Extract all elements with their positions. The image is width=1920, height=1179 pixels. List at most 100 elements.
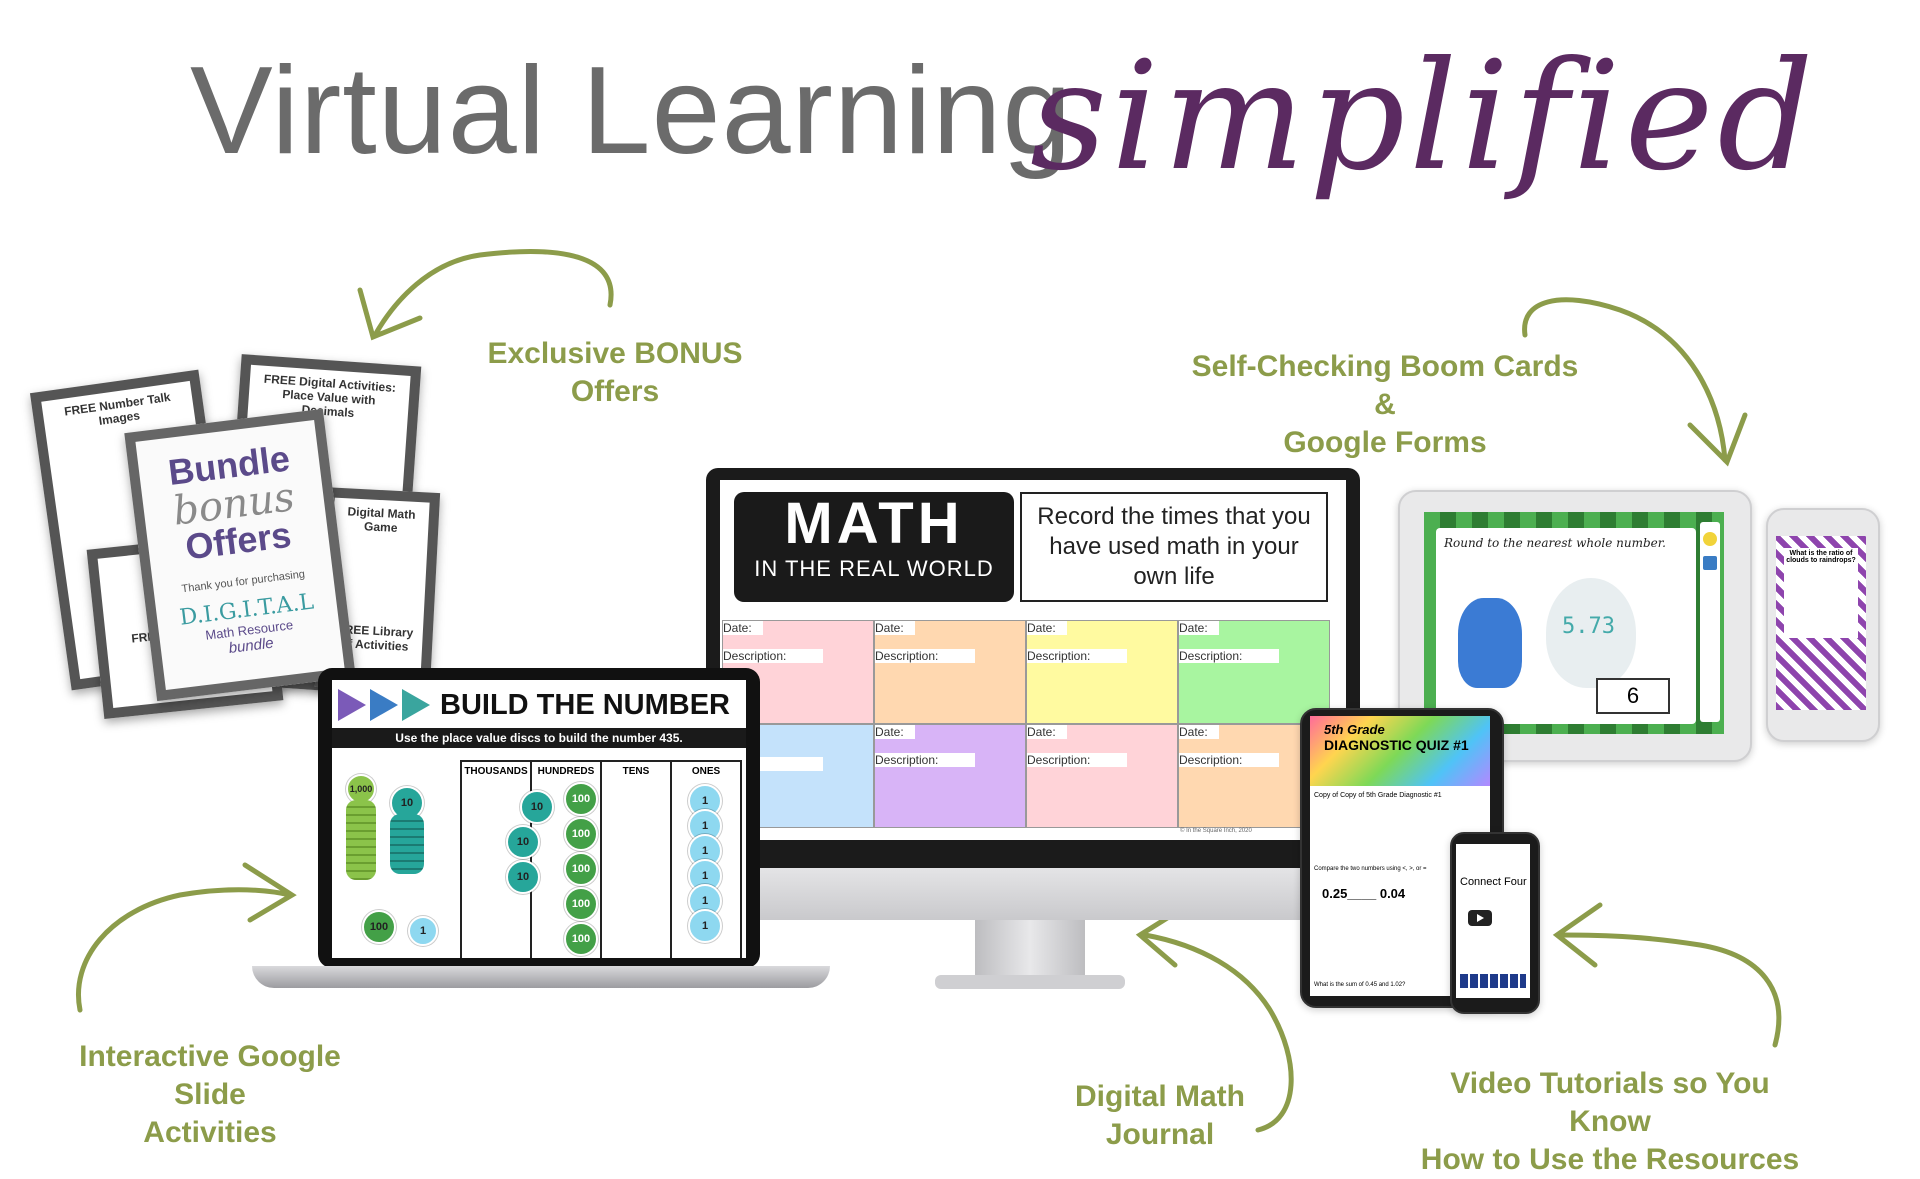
disc-ten[interactable]: 10 bbox=[506, 825, 540, 859]
monitor-chin bbox=[706, 868, 1360, 920]
disc-one[interactable]: 1 bbox=[688, 909, 722, 943]
callout-bonus-line2: Offers bbox=[570, 375, 660, 408]
callout-slides: Interactive Google Slide Activities bbox=[40, 1038, 380, 1152]
form-banner: 5th Grade DIAGNOSTIC QUIZ #1 bbox=[1310, 716, 1490, 786]
disc-hundred[interactable]: 100 bbox=[564, 922, 598, 956]
stack-10-body bbox=[390, 814, 424, 874]
journal-cell-4[interactable]: Date: Description: bbox=[1178, 620, 1330, 724]
boom-toolbar bbox=[1700, 522, 1720, 722]
phone-small-screen: What is the ratio of clouds to raindrops… bbox=[1776, 536, 1866, 710]
boom-question: Round to the nearest whole number. bbox=[1444, 536, 1666, 550]
triple-play-icon bbox=[338, 689, 430, 721]
arrow-boom bbox=[1522, 297, 1728, 463]
headline-main: Virtual Learning bbox=[190, 42, 1073, 180]
bonus-card-math-game-title: Digital Math Game bbox=[347, 504, 416, 535]
callout-video: Video Tutorials so You Know How to Use t… bbox=[1410, 1065, 1810, 1179]
journal-cell-date-label: Date: bbox=[875, 725, 915, 739]
disc-hundred[interactable]: 100 bbox=[564, 782, 598, 816]
journal-cell-desc-label: Description: bbox=[1027, 649, 1127, 663]
journal-cell-date-label: Date: bbox=[723, 621, 763, 635]
callout-journal-line2: Journal bbox=[1105, 1118, 1215, 1151]
connect-four-row bbox=[1460, 974, 1526, 988]
journal-cell-desc-label: Description: bbox=[1179, 753, 1279, 767]
boom-next-icon[interactable] bbox=[1703, 556, 1717, 570]
callout-bonus-line1: Exclusive BONUS bbox=[487, 337, 743, 370]
column-hundreds: HUNDREDS bbox=[532, 762, 602, 958]
arrow-slides-head bbox=[242, 862, 297, 923]
boom-check-icon[interactable] bbox=[1703, 532, 1717, 546]
phone-small-question: What is the ratio of clouds to raindrops… bbox=[1784, 548, 1858, 638]
callout-boom-line2: Google Forms bbox=[1283, 426, 1487, 459]
journal-cell-date-label: Date: bbox=[1179, 621, 1219, 635]
math-logo: MATH IN THE REAL WORLD bbox=[734, 492, 1014, 602]
callout-slides-line2: Activities bbox=[143, 1116, 277, 1149]
arrow-video bbox=[1557, 932, 1782, 1048]
journal-cell-7[interactable]: Date: Description: bbox=[1026, 724, 1178, 828]
phone-video-screen: Connect Four bbox=[1456, 844, 1530, 998]
laptop-base bbox=[252, 966, 830, 988]
bonus-card-main: Bundle bonus Offers Thank you for purcha… bbox=[124, 408, 356, 702]
column-tens: TENS bbox=[602, 762, 672, 958]
disc-hundred[interactable]: 100 bbox=[564, 852, 598, 886]
disc-hundred[interactable]: 100 bbox=[564, 817, 598, 851]
callout-journal-line1: Digital Math bbox=[1075, 1080, 1245, 1113]
arrow-video-head bbox=[1552, 902, 1603, 968]
tablet-boom-screen: Round to the nearest whole number. 5.73 … bbox=[1424, 512, 1724, 734]
journal-cell-desc-label: Description: bbox=[723, 649, 823, 663]
disc-ten[interactable]: 10 bbox=[520, 790, 554, 824]
build-subtitle: Use the place value discs to build the n… bbox=[332, 728, 746, 748]
journal-cell-date-label: Date: bbox=[1027, 621, 1067, 635]
monster-icon bbox=[1458, 598, 1522, 688]
boom-card: Round to the nearest whole number. 5.73 … bbox=[1436, 528, 1696, 724]
monitor-stand bbox=[975, 920, 1085, 980]
form-banner-line2: DIAGNOSTIC QUIZ #1 bbox=[1324, 737, 1469, 753]
headline-script: simplified bbox=[1030, 30, 1818, 204]
boom-answer-input[interactable]: 6 bbox=[1596, 678, 1670, 714]
place-value-table: THOUSANDS HUNDREDS TENS ONES bbox=[460, 760, 742, 958]
stack-1000-body bbox=[346, 800, 376, 880]
disc-ten[interactable]: 10 bbox=[506, 860, 540, 894]
form-banner-line1: 5th Grade bbox=[1324, 722, 1385, 737]
column-ones: ONES bbox=[691, 766, 721, 777]
callout-video-line1: Video Tutorials so You Know bbox=[1450, 1067, 1770, 1138]
disc-stack-100[interactable]: 100 bbox=[362, 910, 396, 944]
build-title: BUILD THE NUMBER bbox=[440, 688, 730, 721]
form-question: Compare the two numbers using <, >, or = bbox=[1314, 866, 1427, 872]
form-title: Copy of Copy of 5th Grade Diagnostic #1 bbox=[1314, 792, 1442, 799]
build-title-bar: BUILD THE NUMBER bbox=[336, 684, 742, 726]
journal-cell-3[interactable]: Date: Description: bbox=[1026, 620, 1178, 724]
callout-journal: Digital Math Journal bbox=[1060, 1078, 1260, 1154]
form-compare: 0.25____ 0.04 bbox=[1322, 886, 1406, 901]
journal-cell-date-label: Date: bbox=[875, 621, 915, 635]
arrow-journal bbox=[1142, 932, 1294, 1133]
arrow-boom-head bbox=[1687, 412, 1748, 467]
arrow-bonus-head bbox=[357, 287, 423, 341]
disc-stack-1[interactable]: 1 bbox=[408, 916, 438, 946]
journal-cell-date-label: Date: bbox=[1027, 725, 1067, 739]
journal-cell-desc-label: Description: bbox=[875, 753, 975, 767]
monitor-screen: MATH IN THE REAL WORLD Record the times … bbox=[720, 480, 1346, 840]
journal-cell-desc-label: Description: bbox=[875, 649, 975, 663]
play-button-icon[interactable] bbox=[1468, 910, 1492, 926]
callout-boom-line1: Self-Checking Boom Cards & bbox=[1191, 350, 1579, 421]
laptop-screen: BUILD THE NUMBER Use the place value dis… bbox=[332, 680, 746, 958]
arrow-slides bbox=[76, 887, 293, 1013]
disc-stack-1000[interactable]: 1,000 bbox=[346, 774, 376, 804]
column-thousands: THOUSANDS bbox=[462, 762, 532, 958]
journal-cell-date-label: Date: bbox=[1179, 725, 1219, 739]
video-title: Connect Four bbox=[1460, 876, 1527, 888]
form-next-question: What is the sum of 0.45 and 1.02? bbox=[1314, 982, 1406, 988]
journal-cell-desc-label: Description: bbox=[1027, 753, 1127, 767]
journal-cell-desc-label: Description: bbox=[1179, 649, 1279, 663]
journal-footer: © In the Square Inch, 2020 bbox=[1180, 828, 1252, 834]
journal-cell-2[interactable]: Date: Description: bbox=[874, 620, 1026, 724]
arrow-bonus bbox=[372, 249, 614, 338]
callout-slides-line1: Interactive Google Slide bbox=[79, 1040, 341, 1111]
callout-bonus: Exclusive BONUS Offers bbox=[480, 335, 750, 411]
math-logo-line1: MATH bbox=[784, 491, 964, 556]
math-prompt: Record the times that you have used math… bbox=[1020, 492, 1328, 602]
disc-hundred[interactable]: 100 bbox=[564, 887, 598, 921]
boom-number: 5.73 bbox=[1562, 614, 1615, 639]
journal-cell-6[interactable]: Date: Description: bbox=[874, 724, 1026, 828]
math-logo-line2: IN THE REAL WORLD bbox=[754, 556, 994, 581]
